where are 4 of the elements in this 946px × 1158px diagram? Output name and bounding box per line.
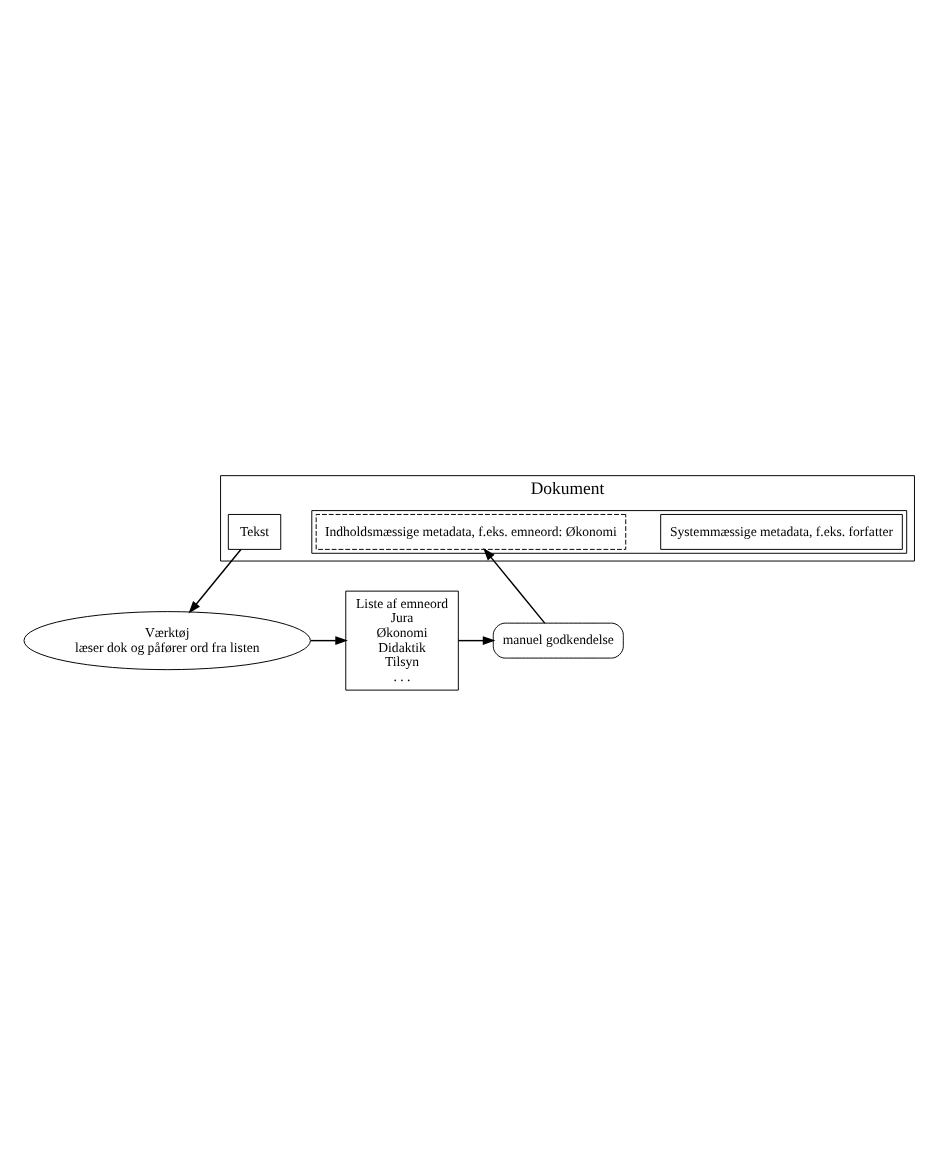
arrow <box>188 548 242 614</box>
arrow <box>310 636 348 646</box>
arrow <box>457 636 496 646</box>
arrow <box>483 547 546 624</box>
